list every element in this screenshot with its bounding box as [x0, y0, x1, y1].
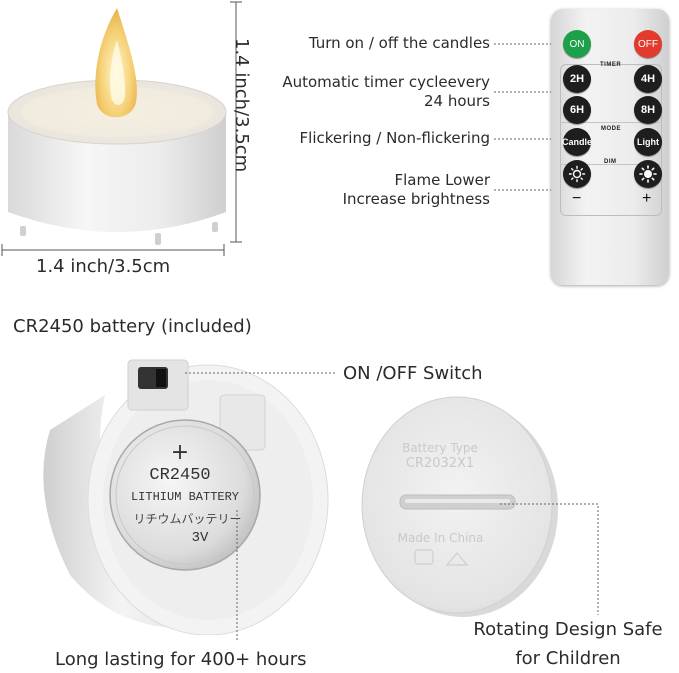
battery-model-text: CR2450 — [149, 466, 211, 485]
safe-design-leader-line — [500, 503, 599, 615]
embossed-made-in-china: Made In China — [397, 531, 484, 545]
remote-candle-button[interactable]: Candle — [562, 128, 592, 156]
label-long-lasting: Long lasting for 400+ hours — [55, 649, 307, 670]
remote-timer-6h-button[interactable]: 6H — [563, 96, 591, 124]
label-for-children: for Children — [515, 648, 621, 669]
width-dimension-line — [1, 244, 225, 256]
remote-minus-sign: − — [572, 190, 582, 207]
battery-voltage-text: 3V — [191, 530, 209, 546]
label-turn-on-off: Turn on / off the candles — [308, 34, 490, 52]
label-timer-line1: Automatic timer cycleevery — [282, 73, 490, 91]
remote-dim-increase-button[interactable] — [634, 160, 662, 188]
remote-control: ON OFF TIMER 2H 4H 6H 8H MODE Candle Lig… — [551, 9, 669, 285]
label-increase-brightness: Increase brightness — [342, 190, 490, 208]
label-on-off-switch: ON /OFF Switch — [343, 363, 483, 384]
candle-base-photo — [361, 396, 558, 617]
height-dimension-line — [230, 1, 242, 243]
label-flame-lower: Flame Lower — [394, 171, 490, 189]
label-battery-included: CR2450 battery (included) — [13, 316, 252, 337]
embossed-battery-model: CR2032X1 — [405, 456, 475, 471]
label-flickering: Flickering / Non-flickering — [299, 129, 490, 147]
remote-plus-sign: + — [642, 190, 652, 207]
cr2450-coin-battery — [109, 419, 261, 571]
remote-light-button[interactable]: Light — [634, 128, 662, 156]
battery-compartment-photo — [43, 359, 329, 635]
remote-off-button[interactable]: OFF — [634, 30, 662, 58]
remote-timer-4h-button[interactable]: 4H — [634, 65, 662, 93]
height-dimension-label: 1.4 inch/3.5cm — [231, 38, 252, 173]
battery-type-text: LITHIUM BATTERY — [130, 490, 240, 504]
embossed-battery-type: Battery Type — [402, 441, 478, 455]
label-rotating-design-safe: Rotating Design Safe — [473, 619, 663, 640]
remote-leader-lines — [494, 43, 558, 191]
label-timer-line2: 24 hours — [423, 92, 490, 110]
switch-leader-line — [185, 372, 337, 374]
width-dimension-label: 1.4 inch/3.5cm — [36, 256, 171, 277]
battery-japanese-text: リチウムバッテリー — [133, 512, 242, 526]
tealight-candle-photo — [7, 8, 227, 245]
remote-dim-caption: DIM — [604, 159, 617, 165]
remote-timer-8h-button[interactable]: 8H — [634, 96, 662, 124]
sun-filled-icon — [639, 165, 657, 183]
remote-timer-2h-button[interactable]: 2H — [563, 65, 591, 93]
battery-plus-mark: + — [170, 440, 190, 465]
sun-outline-icon — [568, 165, 586, 183]
lasting-leader-line — [236, 510, 238, 642]
remote-timer-caption: TIMER — [600, 62, 622, 68]
remote-mode-caption: MODE — [601, 126, 621, 132]
remote-on-button[interactable]: ON — [563, 30, 591, 58]
candle-cup-side — [8, 112, 226, 232]
remote-dim-lower-button[interactable] — [563, 160, 591, 188]
